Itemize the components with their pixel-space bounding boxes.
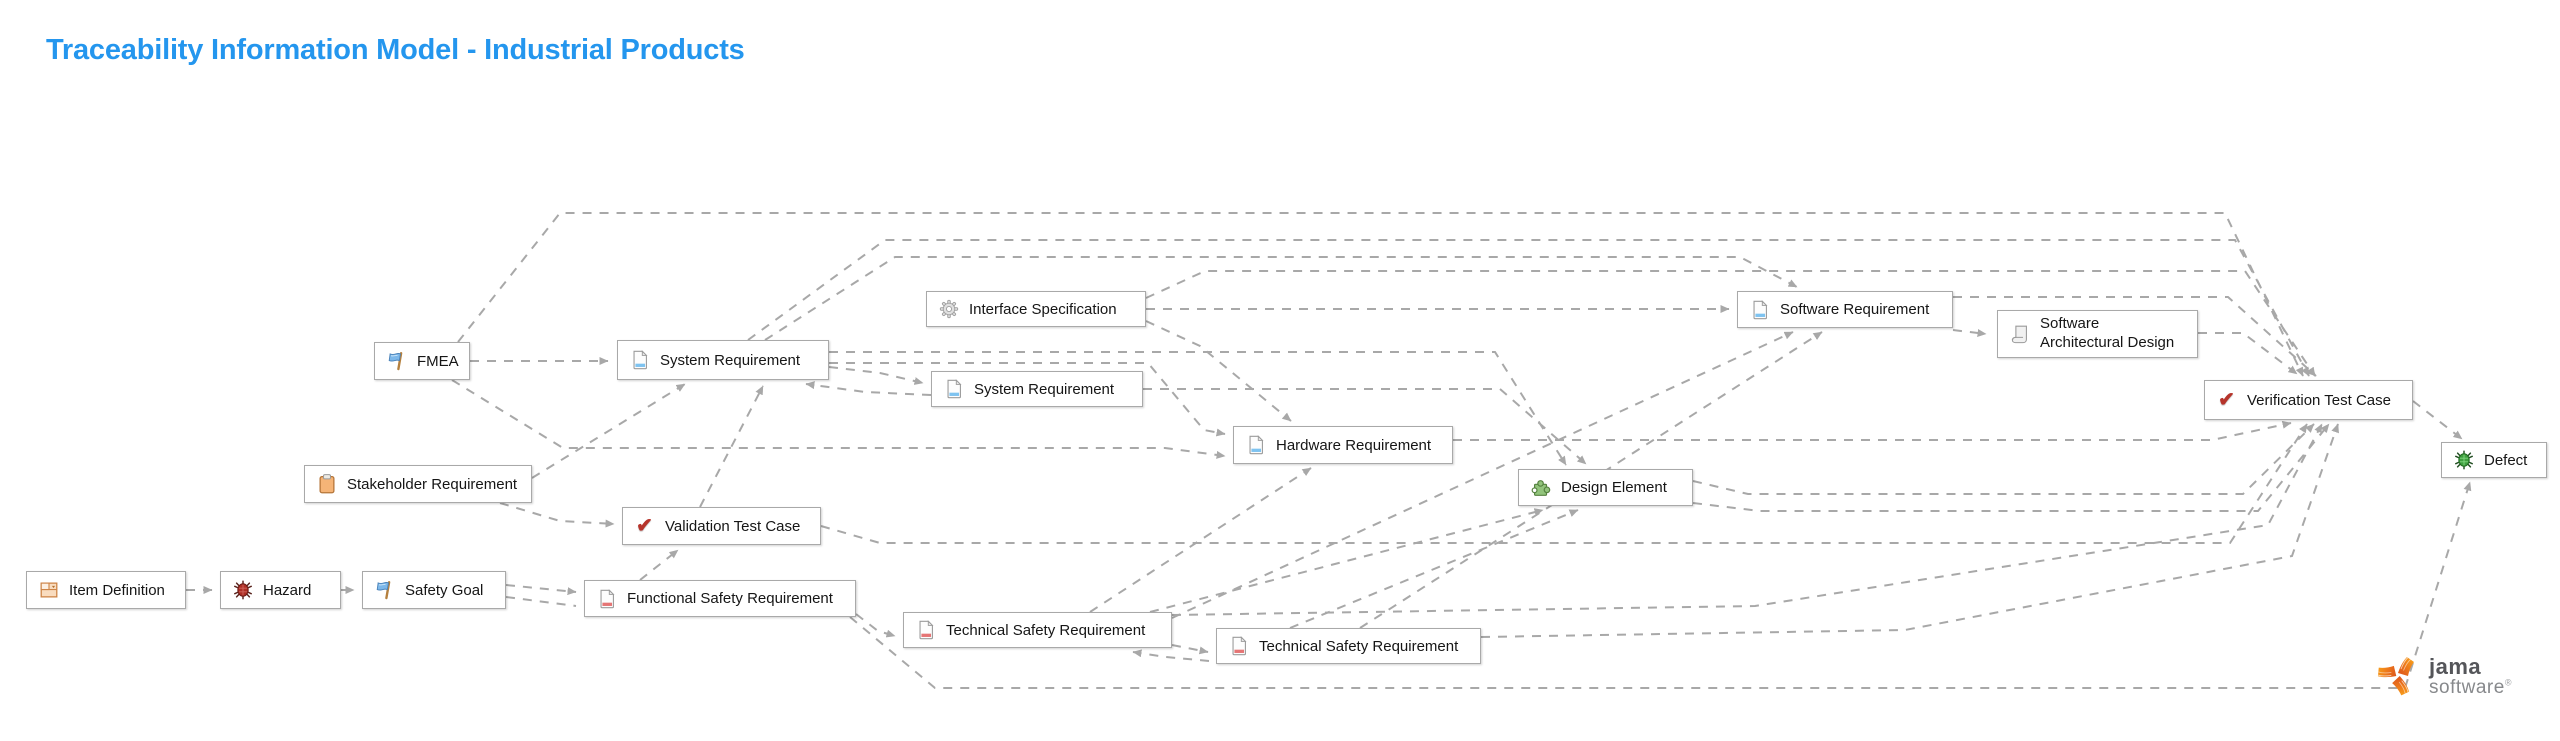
edge-tsr1-tsr2 [1171, 644, 1209, 655]
checkmark-icon: ✔ [636, 515, 653, 537]
document-icon [1748, 298, 1771, 321]
node-label: Safety Goal [405, 581, 484, 599]
edge-tsr2-verification-test-case [1480, 423, 2339, 638]
edge-interface-spec-hardware-requirement [1145, 320, 1292, 422]
node-label: Validation Test Case [665, 517, 801, 535]
edge-sra-design-element [829, 351, 1567, 466]
node-defect[interactable]: Defect [2441, 442, 2547, 478]
edge-software-req-sad [1952, 329, 1987, 337]
edge-validation-tc-verification-tc [820, 423, 2308, 544]
edge-tsr1-hardware-requirement [1089, 467, 1312, 613]
node-label-line2: Architectural Design [2040, 334, 2175, 351]
edge-safety-goal-fsr-2 [505, 596, 577, 607]
document-icon [1244, 434, 1267, 457]
node-label: Item Definition [69, 581, 165, 599]
node-verification-test-case[interactable]: ✔ Verification Test Case [2204, 380, 2413, 420]
edge-fsr-tsr1 [855, 613, 896, 638]
node-label: System Requirement [660, 351, 801, 369]
node-system-requirement-2[interactable]: System Requirement [931, 371, 1143, 407]
node-label: Functional Safety Requirement [627, 590, 833, 607]
node-label: Interface Specification [969, 300, 1117, 318]
node-label: Technical Safety Requirement [946, 621, 1146, 639]
puzzle-icon [1529, 476, 1552, 499]
flag-icon [385, 350, 408, 373]
node-software-requirement[interactable]: Software Requirement [1737, 291, 1953, 328]
node-label: Design Element [1561, 479, 1667, 496]
item-definition-icon [37, 579, 60, 602]
node-technical-safety-requirement-1[interactable]: Technical Safety Requirement [903, 612, 1172, 648]
edge-sra-software-requirement [764, 256, 1798, 341]
node-stakeholder-requirement[interactable]: Stakeholder Requirement [304, 465, 532, 503]
node-label: Hazard [263, 581, 312, 599]
edge-interface-spec-verification-test-case [1145, 270, 2316, 377]
edge-srb-sra [805, 381, 932, 396]
document-icon [914, 619, 937, 642]
edge-tsr1-design-element [1149, 508, 1544, 613]
edge-stakeholder-system-requirement [531, 383, 686, 479]
node-system-requirement[interactable]: System Requirement [617, 340, 829, 380]
edge-fsr-validation-test-case [639, 549, 679, 581]
node-label: System Requirement [974, 380, 1115, 398]
jama-software-logo: jama software® [2376, 650, 2512, 703]
clipboard-icon [315, 473, 338, 496]
edge-validation-tc-sra [699, 385, 764, 508]
bug-green-icon [2452, 449, 2475, 472]
node-fmea[interactable]: FMEA [374, 342, 470, 380]
scroll-icon [2008, 323, 2031, 346]
node-technical-safety-requirement-2[interactable]: Technical Safety Requirement [1216, 628, 1481, 664]
edge-sra-srb [828, 366, 924, 385]
node-label: FMEA [417, 352, 459, 370]
jama-logo-mark-icon [2376, 650, 2420, 703]
edge-sra-hardware-requirement [829, 362, 1226, 437]
checkmark-icon: ✔ [2218, 389, 2235, 411]
registered-trademark: ® [2504, 677, 2512, 688]
edge-fmea-hardware-requirement [451, 379, 1226, 459]
node-label: Software [2040, 315, 2100, 333]
node-label: Technical Safety Requirement [1259, 637, 1459, 655]
document-icon [1227, 635, 1250, 658]
node-software-architectural-design[interactable]: Software Architectural Design [1997, 310, 2198, 358]
node-validation-test-case[interactable]: ✔ Validation Test Case [622, 507, 821, 545]
node-design-element[interactable]: Design Element [1518, 469, 1693, 506]
edge-design-element-verification-tc-2 [1692, 423, 2330, 512]
node-item-definition[interactable]: Item Definition [26, 571, 186, 609]
node-hazard[interactable]: Hazard [220, 571, 341, 609]
node-label: Stakeholder Requirement [347, 475, 518, 493]
document-icon [628, 349, 651, 372]
edge-design-element-verification-tc-1 [1692, 423, 2315, 495]
node-hardware-requirement[interactable]: Hardware Requirement [1233, 426, 1453, 464]
edge-tsr2-tsr1 [1132, 649, 1210, 662]
edge-tsr1-software-requirement [1171, 331, 1794, 619]
bug-red-icon [231, 579, 254, 602]
node-safety-goal[interactable]: Safety Goal [362, 571, 506, 609]
edge-fsr-defect [849, 481, 2472, 689]
node-interface-specification[interactable]: Interface Specification [926, 291, 1146, 327]
edge-tsr1-verification-test-case [1171, 423, 2323, 616]
logo-text-software: software® [2429, 677, 2512, 699]
edge-verification-tc-defect [2412, 400, 2463, 440]
edge-tsr2-design-element [1289, 509, 1579, 629]
page-title: Traceability Information Model - Industr… [46, 34, 745, 66]
flag-icon [373, 579, 396, 602]
node-functional-safety-requirement[interactable]: Functional Safety Requirement [584, 580, 856, 617]
edge-software-req-verification-tc [1953, 296, 2317, 377]
document-icon [595, 587, 618, 610]
edge-safety-goal-fsr-1 [505, 584, 577, 596]
node-label: Software Requirement [1780, 301, 1930, 318]
edge-stakeholder-validation-test-case [499, 502, 615, 528]
document-icon [942, 378, 965, 401]
edge-sad-verification-tc [2198, 332, 2298, 375]
logo-text-jama: jama [2429, 653, 2482, 679]
node-label: Verification Test Case [2247, 391, 2391, 409]
node-label: Defect [2484, 451, 2528, 469]
gear-icon [937, 298, 960, 321]
node-label: Hardware Requirement [1276, 436, 1432, 454]
